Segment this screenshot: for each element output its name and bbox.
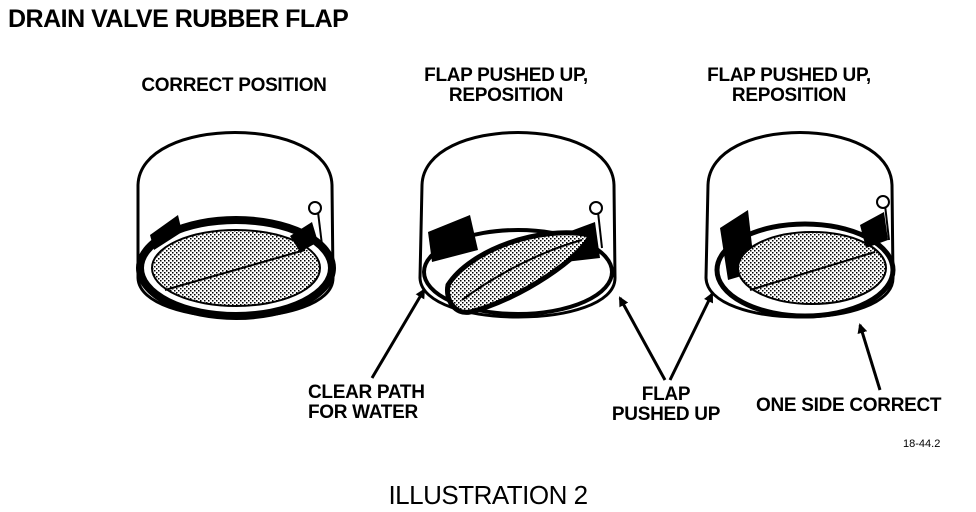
caption-line: FLAP PUSHED UP, bbox=[424, 65, 588, 86]
caption-line: FLAP PUSHED UP, bbox=[707, 65, 871, 86]
caption-line: REPOSITION bbox=[448, 84, 564, 106]
arrow-flap-left bbox=[618, 296, 667, 381]
caption-correct-position: CORRECT POSITION bbox=[141, 75, 327, 96]
arrow-one-side bbox=[857, 323, 882, 391]
valve-one-side-correct bbox=[704, 131, 896, 319]
label-line: FLAP bbox=[641, 384, 691, 405]
caption-flap-pushed-up-2: FLAP PUSHED UP, REPOSITION bbox=[707, 66, 871, 106]
arrow-clear-path bbox=[370, 288, 426, 379]
illustration-label: ILLUSTRATION 2 bbox=[388, 480, 588, 510]
arrow-flap-right bbox=[668, 292, 714, 381]
caption-line: CORRECT POSITION bbox=[141, 75, 327, 96]
figure-reference: 18-44.2 bbox=[903, 438, 941, 450]
label-line: CLEAR PATH bbox=[308, 382, 425, 403]
valve-correct-position bbox=[136, 131, 336, 320]
label-line: FOR WATER bbox=[308, 401, 418, 423]
callout-arrows bbox=[370, 288, 882, 391]
label-flap-pushed-up: FLAP PUSHED UP bbox=[612, 385, 720, 425]
page-title: DRAIN VALVE RUBBER FLAP bbox=[8, 5, 349, 33]
valve-flap-pushed-up bbox=[418, 131, 617, 319]
label-one-side-correct: ONE SIDE CORRECT bbox=[756, 395, 942, 416]
label-clear-path: CLEAR PATH FOR WATER bbox=[308, 383, 425, 423]
caption-line: REPOSITION bbox=[731, 84, 847, 106]
label-line: PUSHED UP bbox=[611, 403, 721, 425]
caption-flap-pushed-up-1: FLAP PUSHED UP, REPOSITION bbox=[424, 66, 588, 106]
